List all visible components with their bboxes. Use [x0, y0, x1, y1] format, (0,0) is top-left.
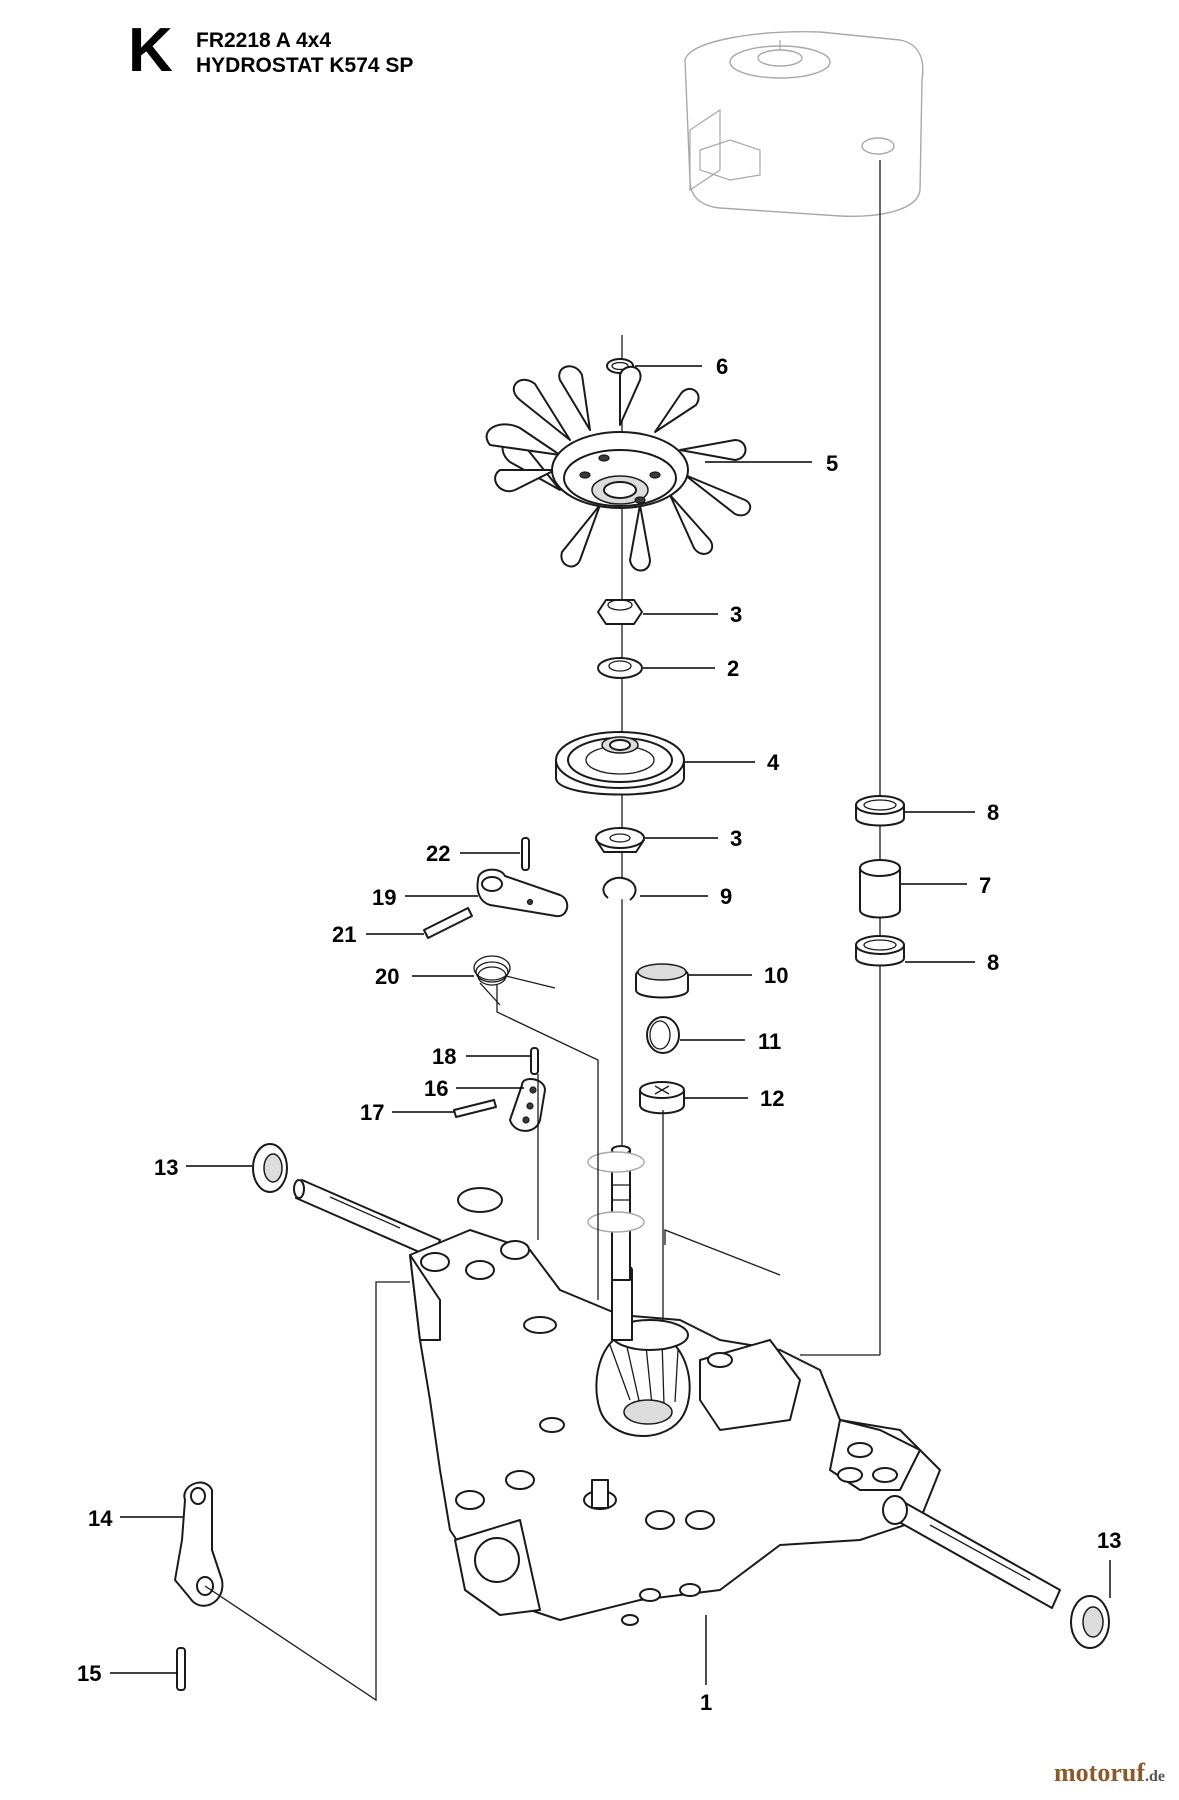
part-21-roll-pin — [423, 907, 473, 939]
callout-8-upper: 8 — [905, 800, 999, 825]
svg-text:16: 16 — [424, 1076, 448, 1101]
callout-9: 9 — [640, 884, 732, 909]
part-12-bushing — [639, 1081, 685, 1115]
callout-20: 20 — [375, 964, 474, 989]
callout-13-left: 13 — [154, 1155, 252, 1180]
callout-6: 6 — [635, 354, 728, 379]
callout-21: 21 — [332, 922, 424, 947]
callout-14: 14 — [88, 1506, 183, 1531]
part-3-upper-nut — [597, 599, 643, 625]
part-15-roll-pin — [176, 1647, 186, 1691]
callout-3-upper: 3 — [643, 602, 742, 627]
part-16-lever — [509, 1078, 546, 1132]
part-22-pin — [521, 837, 530, 871]
watermark-logo: motoruf.de — [1054, 1758, 1165, 1787]
svg-text:13: 13 — [154, 1155, 178, 1180]
assembly-lines — [204, 985, 880, 1702]
part-20-torsion-spring — [473, 955, 556, 1006]
svg-text:2: 2 — [727, 656, 739, 681]
ghost-bearings — [587, 1151, 645, 1233]
part-3-lower-spacer — [595, 827, 645, 853]
callout-4: 4 — [685, 750, 780, 775]
svg-text:5: 5 — [826, 451, 838, 476]
section-letter: K — [128, 16, 173, 85]
part-18-pin — [530, 1047, 539, 1075]
svg-text:11: 11 — [758, 1029, 781, 1054]
part-17-pin — [453, 1099, 497, 1118]
part-13-right-axle-seal — [1070, 1595, 1110, 1649]
callout-12: 12 — [685, 1086, 784, 1111]
model-title: FR2218 A 4x4 — [196, 29, 332, 52]
callout-17: 17 — [360, 1100, 454, 1125]
svg-text:6: 6 — [716, 354, 728, 379]
callout-10: 10 — [689, 963, 788, 988]
part-14-bypass-lever — [174, 1481, 224, 1607]
callout-11: 11 — [680, 1029, 781, 1054]
svg-text:18: 18 — [432, 1044, 456, 1069]
svg-text:12: 12 — [760, 1086, 784, 1111]
svg-text:8: 8 — [987, 950, 999, 975]
callout-2: 2 — [643, 656, 739, 681]
part-5-cooling-fan — [485, 365, 752, 572]
callout-1: 1 — [700, 1615, 712, 1715]
right-axle-shaft — [882, 1495, 1061, 1609]
svg-text:20: 20 — [375, 964, 399, 989]
part-19-lever-arm — [476, 868, 569, 918]
part-4-pulley — [555, 731, 685, 796]
part-8-upper-bushing — [855, 795, 905, 827]
callout-3-lower: 3 — [645, 826, 742, 851]
part-1-transaxle-housing — [409, 1187, 941, 1626]
part-13-left-axle-seal — [252, 1143, 288, 1193]
svg-text:22: 22 — [426, 841, 450, 866]
svg-text:3: 3 — [730, 602, 742, 627]
callout-13-right: 13 — [1097, 1528, 1121, 1598]
callout-7: 7 — [901, 873, 991, 898]
svg-text:4: 4 — [767, 750, 780, 775]
callout-22: 22 — [426, 841, 520, 866]
part-9-circlip — [602, 876, 637, 901]
svg-text:1: 1 — [700, 1690, 712, 1715]
svg-text:21: 21 — [332, 922, 356, 947]
part-7-spacer-tube — [859, 859, 901, 919]
svg-text:14: 14 — [88, 1506, 113, 1531]
svg-text:13: 13 — [1097, 1528, 1121, 1553]
svg-text:10: 10 — [764, 963, 788, 988]
part-8-lower-bushing — [855, 935, 905, 967]
svg-text:15: 15 — [77, 1661, 101, 1686]
ghost-engine-outline — [684, 31, 924, 217]
part-10-cap — [635, 963, 689, 999]
part-11-disc — [646, 1016, 680, 1054]
left-axle-shaft — [293, 1179, 441, 1259]
part-2-washer — [597, 657, 643, 679]
svg-text:8: 8 — [987, 800, 999, 825]
callout-16: 16 — [424, 1076, 524, 1101]
svg-text:17: 17 — [360, 1100, 384, 1125]
callout-15: 15 — [77, 1661, 177, 1686]
svg-text:9: 9 — [720, 884, 732, 909]
callout-5: 5 — [705, 451, 838, 476]
svg-text:3: 3 — [730, 826, 742, 851]
callout-19: 19 — [372, 885, 478, 910]
assembly-subtitle: HYDROSTAT K574 SP — [196, 54, 414, 77]
callout-18: 18 — [432, 1044, 530, 1069]
callout-8-lower: 8 — [905, 950, 999, 975]
svg-text:7: 7 — [979, 873, 991, 898]
svg-text:19: 19 — [372, 885, 396, 910]
